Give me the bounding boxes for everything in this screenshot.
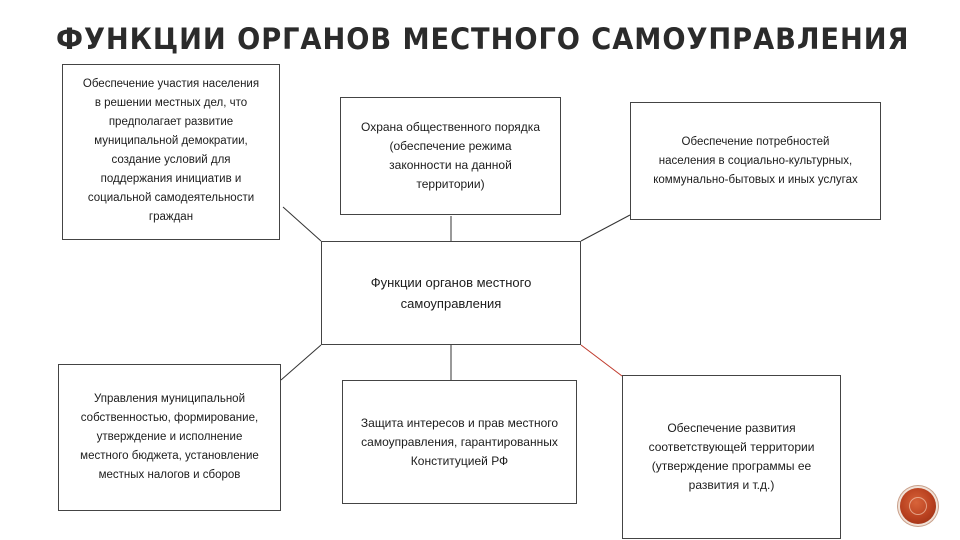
box-line: законности на данной <box>389 158 512 172</box>
box-line: самоуправления <box>400 296 502 311</box>
connector-top-left <box>282 206 322 242</box>
box-line: социальной самодеятельности <box>87 192 255 204</box>
function-box-population-needs: Обеспечение потребностей населения в соц… <box>630 102 881 220</box>
function-box-territory-development: Обеспечение развития соответствующей тер… <box>622 375 841 539</box>
box-line: Функции органов местного <box>370 275 532 290</box>
box-line: Охрана общественного порядка <box>361 120 540 134</box>
box-line: граждан <box>148 211 194 223</box>
box-line: муниципальной демократии, <box>94 135 248 147</box>
box-line: предполагает развитие <box>108 116 234 128</box>
function-box-municipal-property: Управления муниципальной собственностью,… <box>58 364 281 511</box>
box-line: (обеспечение режима <box>389 139 512 153</box>
box-line: коммунально-бытовых и иных услугах <box>653 173 858 186</box>
box-line: населения в социально-культурных, <box>658 154 853 167</box>
box-line: (утверждение программы ее <box>651 459 812 473</box>
box-line: развития и т.д.) <box>688 478 775 492</box>
connector-bottom-right <box>580 344 623 377</box>
box-line: Обеспечение развития <box>667 421 796 435</box>
function-box-rights-protection: Защита интересов и прав местного самоупр… <box>342 380 577 504</box>
box-line: поддержания инициатив и <box>100 173 242 185</box>
connector-bottom-left <box>280 344 322 381</box>
box-line: Конституцией РФ <box>410 453 509 468</box>
function-box-public-participation: Обеспечение участия населения в решении … <box>62 64 280 240</box>
box-line: соответствующей территории <box>648 440 815 454</box>
box-line: в решении местных дел, что <box>94 97 248 109</box>
central-box-functions: Функции органов местного самоуправления <box>321 241 581 345</box>
box-line: Управления муниципальной <box>93 393 245 405</box>
function-box-public-order: Охрана общественного порядка (обеспечени… <box>340 97 561 215</box>
box-line: собственностью, формирование, <box>80 412 259 424</box>
box-line: Защита интересов и прав местного <box>360 415 559 430</box>
box-line: Обеспечение потребностей <box>681 135 830 148</box>
connector-top-right <box>580 214 631 242</box>
box-line: Обеспечение участия населения <box>82 78 260 90</box>
slide-badge-icon <box>900 488 936 524</box>
box-line: создание условий для <box>111 154 231 166</box>
box-line: территории) <box>416 177 485 191</box>
box-line: местных налогов и сборов <box>98 469 241 481</box>
page-title: ФУНКЦИИ ОРГАНОВ МЕСТНОГО САМОУПРАВЛЕНИЯ <box>56 22 910 56</box>
box-line: самоуправления, гарантированных <box>361 434 558 449</box>
box-line: местного бюджета, установление <box>80 450 259 462</box>
box-line: утверждение и исполнение <box>96 431 243 443</box>
